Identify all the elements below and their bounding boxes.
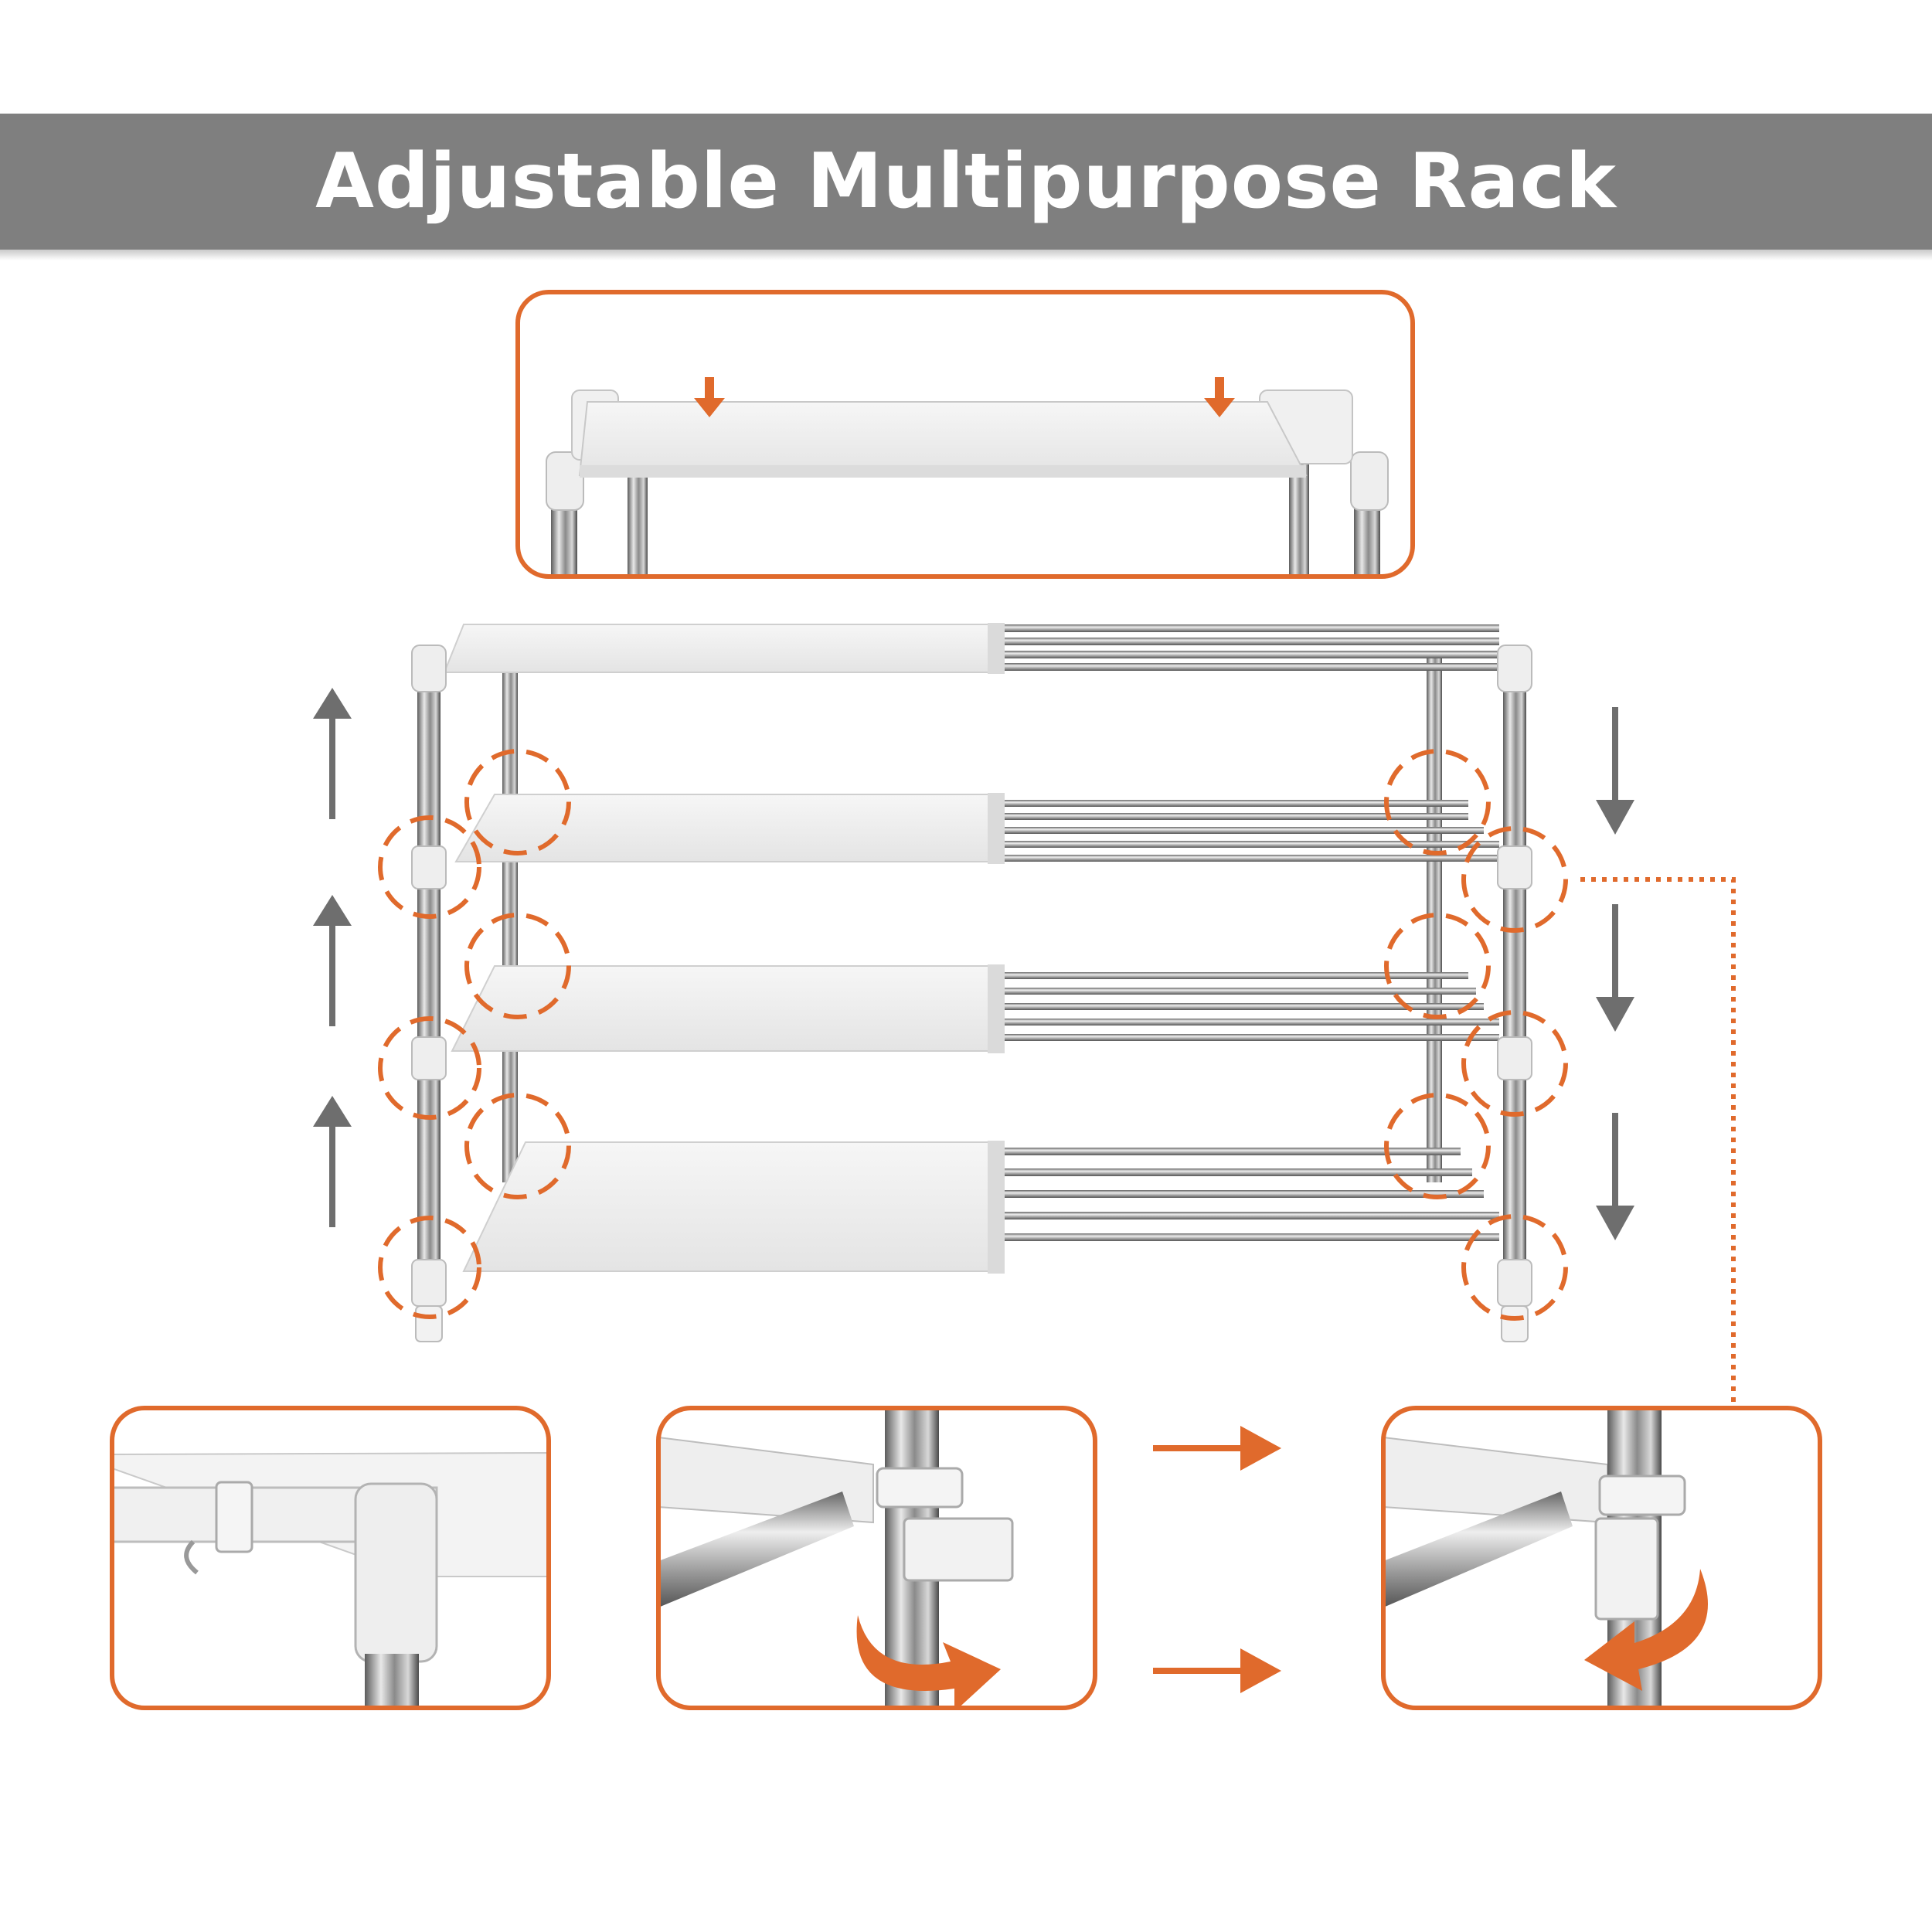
right-arrow-icons [1153, 1426, 1281, 1693]
down-arrow-icons [1596, 707, 1634, 1240]
foot-cap [1501, 1305, 1529, 1342]
shelf-1 [411, 623, 1532, 692]
title-band-shadow [0, 250, 1932, 260]
down-arrow-icon [1204, 377, 1235, 417]
page-title: Adjustable Multipurpose Rack [315, 138, 1617, 226]
up-arrow-icon [313, 895, 352, 1026]
down-arrow-icon [1596, 1113, 1634, 1240]
up-arrow-icon [313, 688, 352, 819]
down-arrow-icon [1596, 707, 1634, 835]
shelf-2 [411, 793, 1532, 889]
back-left-post [502, 657, 518, 1182]
rotate-arrow-icon [856, 1615, 1001, 1708]
down-arrow-icon [1596, 904, 1634, 1032]
corner-connector-detail-panel [110, 1406, 551, 1710]
front-right-post [1503, 665, 1526, 1329]
up-arrow-icons [313, 688, 352, 1227]
clip-closed-detail-panel [1381, 1406, 1822, 1710]
down-arrow-icon [694, 377, 725, 417]
up-arrow-icon [313, 1096, 352, 1227]
title-band: Adjustable Multipurpose Rack [0, 114, 1932, 260]
top-shelf-detail-panel [515, 290, 1415, 579]
rotate-arrow-icon [1584, 1569, 1708, 1691]
back-right-post [1427, 657, 1442, 1182]
clip-open-detail-panel [656, 1406, 1097, 1710]
right-arrow-icon [1153, 1426, 1281, 1471]
shelf-3 [411, 964, 1532, 1080]
right-arrow-icon [1153, 1648, 1281, 1693]
connector-highlights [378, 749, 1568, 1321]
shelf-4 [411, 1141, 1532, 1342]
dotted-leader-line [1580, 877, 1736, 1406]
rack [313, 623, 1736, 1406]
foot-cap [415, 1305, 443, 1342]
front-left-post [417, 665, 440, 1329]
